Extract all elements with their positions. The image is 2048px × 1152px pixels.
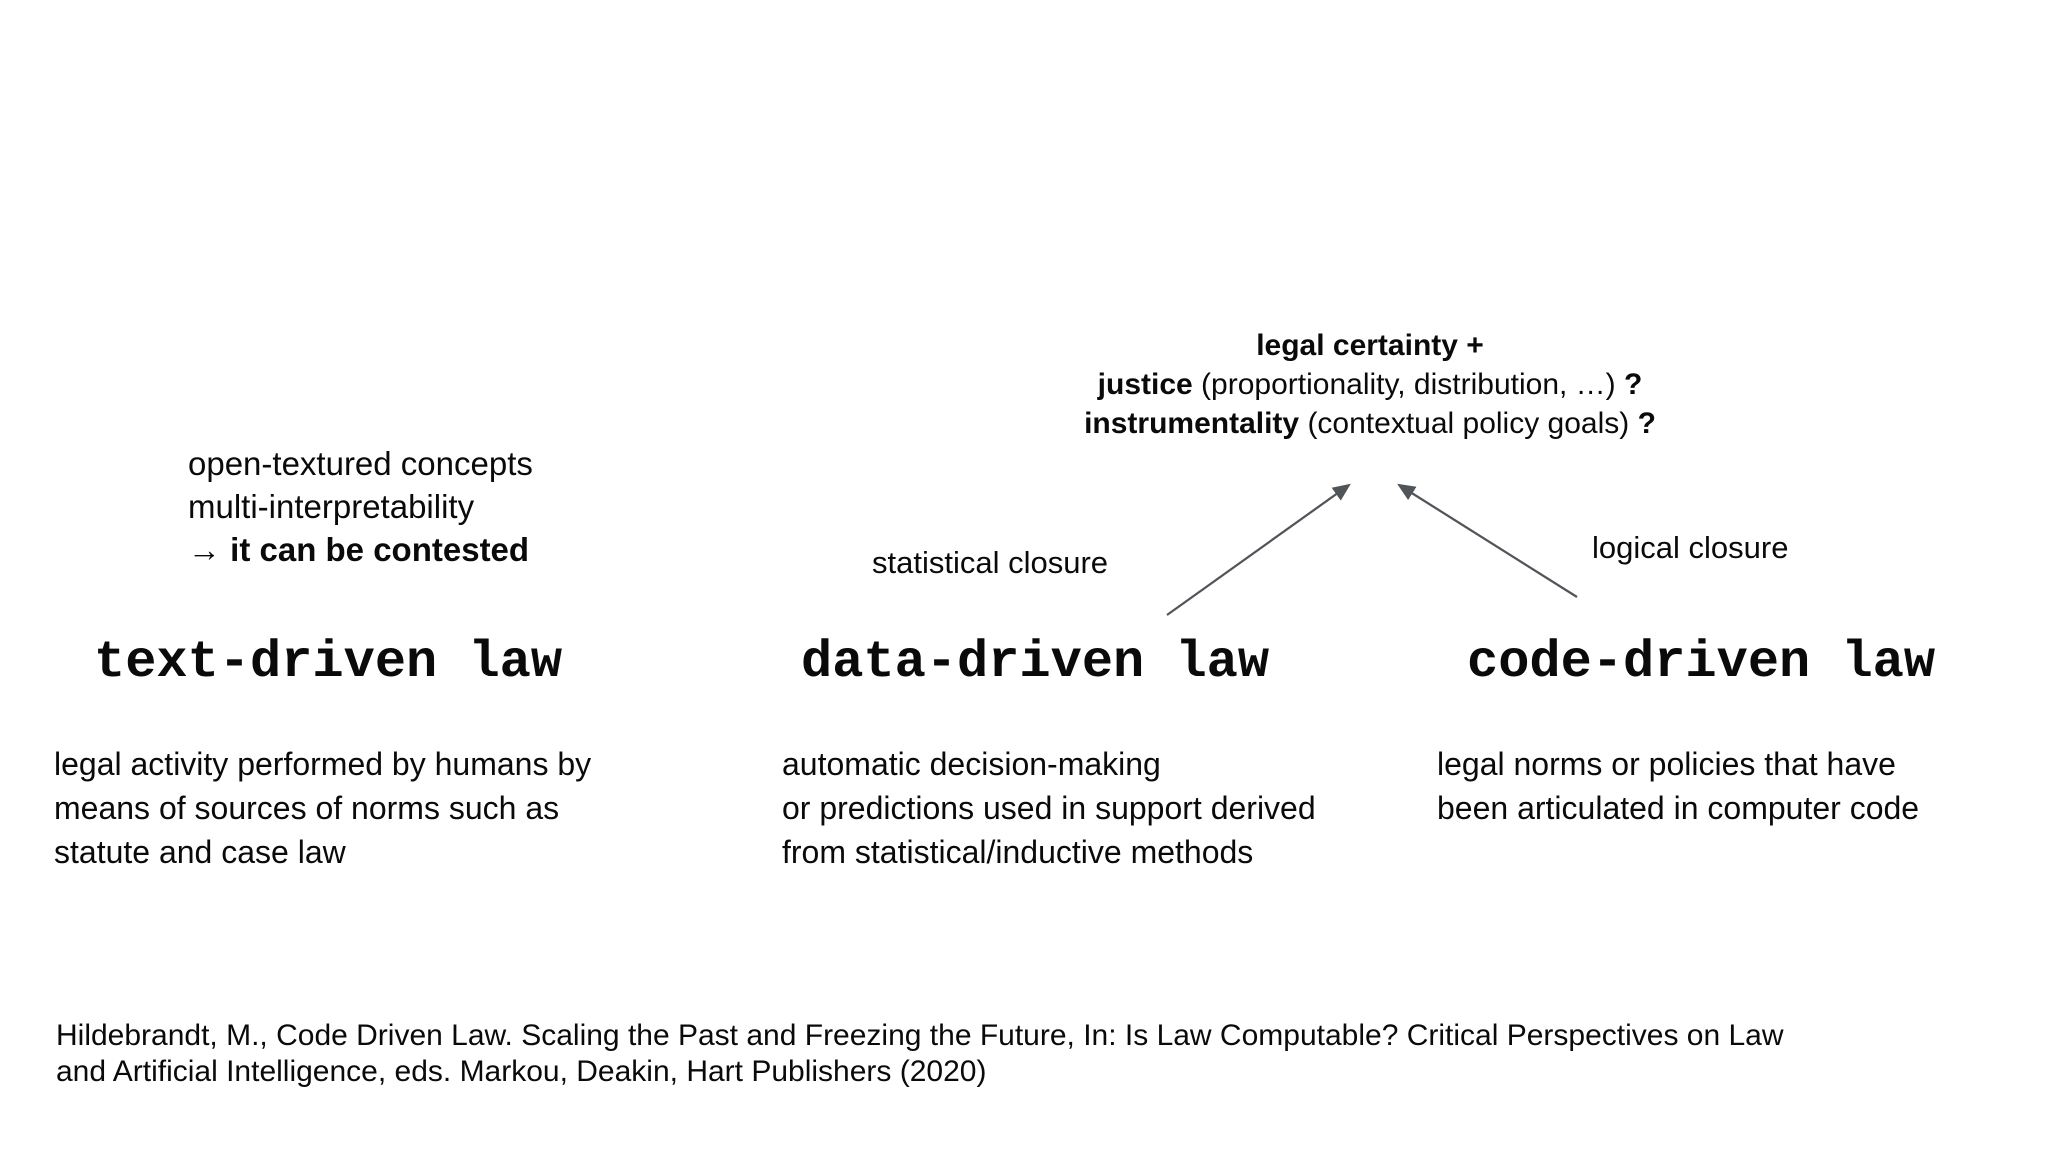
goal-line-justice: justice (proportionality, distribution, … — [1058, 365, 1682, 404]
citation: Hildebrandt, M., Code Driven Law. Scalin… — [56, 1019, 1784, 1088]
goal-instrumentality-parenthetical: (contextual policy goals) — [1299, 407, 1638, 440]
closure-arrows — [1166, 483, 1578, 616]
goal-justice-question-mark: ? — [1624, 368, 1643, 401]
property-multi-interpretability: multi-interpretability — [188, 488, 475, 525]
goals-block: legal certainty + justice (proportionali… — [1058, 326, 1682, 443]
goal-instrumentality-term: instrumentality — [1084, 407, 1300, 440]
goal-legal-certainty-text: legal certainty + — [1256, 329, 1484, 362]
logical-closure-arrow — [1397, 483, 1578, 598]
text-law-properties-block: open-textured concepts multi-interpretab… — [188, 442, 533, 571]
text-driven-law-description: legal activity performed by humans by me… — [54, 746, 592, 870]
goal-line-instrumentality: instrumentality (contextual policy goals… — [1058, 404, 1682, 443]
right-arrow-glyph: → — [188, 531, 221, 568]
property-open-textured: open-textured concepts — [188, 445, 533, 482]
logical-closure-label: logical closure — [1592, 530, 1789, 565]
data-driven-law-description: automatic decision-making or predictions… — [782, 746, 1316, 870]
heading-data-driven-law: data-driven law — [801, 633, 1270, 692]
goal-justice-parenthetical: (proportionality, distribution, …) — [1192, 368, 1624, 401]
code-driven-law-description: legal norms or policies that have been a… — [1437, 746, 1920, 826]
heading-code-driven-law: code-driven law — [1467, 633, 1936, 692]
goal-instrumentality-question-mark: ? — [1637, 407, 1656, 440]
property-conclusion-line: → it can be contested — [188, 528, 533, 571]
goal-justice-term: justice — [1097, 368, 1193, 401]
heading-text-driven-law: text-driven law — [94, 633, 563, 692]
statistical-closure-arrow — [1166, 483, 1351, 616]
property-conclusion-text: it can be contested — [221, 531, 530, 568]
goal-line-legal-certainty: legal certainty + — [1058, 326, 1682, 365]
statistical-closure-label: statistical closure — [872, 545, 1109, 580]
